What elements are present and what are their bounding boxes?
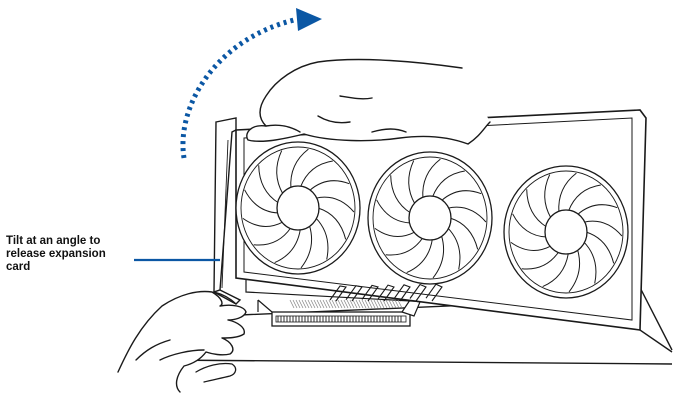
fan xyxy=(503,165,629,299)
fan xyxy=(235,141,361,275)
curved-dotted-arrow-icon xyxy=(180,8,322,159)
fan xyxy=(367,151,493,285)
graphics-card xyxy=(235,109,647,331)
hand-icon xyxy=(246,58,491,145)
callout-text: Tilt at an angle to release expansion ca… xyxy=(6,235,146,274)
callout-line-1: Tilt at an angle to xyxy=(6,235,101,247)
finger-detail xyxy=(195,362,237,383)
pcie-slot xyxy=(257,299,421,327)
hand-icon xyxy=(117,290,247,393)
callout-line-3: card xyxy=(6,261,31,273)
callout-line-2: release expansion xyxy=(6,248,106,260)
